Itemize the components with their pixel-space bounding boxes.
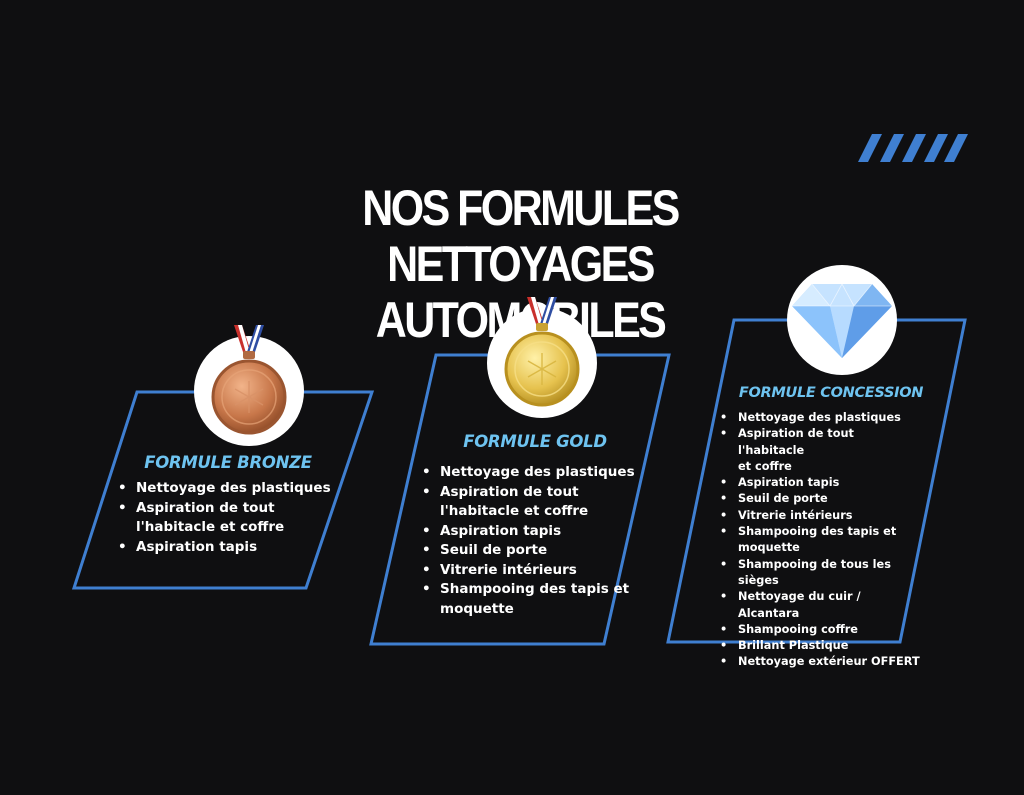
gold-feature-list: Nettoyage des plastiques Aspiration de t… bbox=[420, 463, 650, 619]
list-item: Vitrerie intérieurs bbox=[718, 508, 923, 525]
gold-medal-icon bbox=[504, 297, 580, 407]
decorative-stripes bbox=[858, 134, 968, 162]
list-item: Aspiration de tout l'habitacle bbox=[718, 426, 923, 459]
list-item: Aspiration tapis bbox=[420, 522, 650, 542]
concession-card-heading: FORMULE CONCESSION bbox=[738, 385, 924, 401]
list-item: Nettoyage des plastiques bbox=[116, 479, 346, 499]
list-item: Shampooing de tous les sièges bbox=[718, 557, 923, 590]
list-item: l'habitacle et coffre bbox=[136, 519, 285, 535]
gold-medal-circle bbox=[487, 297, 597, 418]
list-item: Vitrerie intérieurs bbox=[420, 561, 650, 581]
page-title: NOS FORMULES NETTOYAGES AUTOMOBILES bbox=[245, 180, 795, 348]
list-item: Brillant Plastique bbox=[718, 638, 923, 655]
bronze-feature-list: Nettoyage des plastiques Aspiration de t… bbox=[116, 479, 346, 557]
list-item: Shampooing coffre bbox=[718, 622, 923, 639]
list-item: Shampooing des tapis et bbox=[420, 580, 650, 600]
list-item: moquette bbox=[738, 541, 800, 555]
list-item: moquette bbox=[440, 600, 514, 617]
list-item: Nettoyage extérieur OFFERT bbox=[718, 654, 923, 671]
list-item: Aspiration tapis bbox=[718, 475, 923, 492]
concession-feature-list: Nettoyage des plastiques Aspiration de t… bbox=[718, 410, 923, 671]
list-item: Seuil de porte bbox=[420, 541, 650, 561]
list-item: Aspiration de tout bbox=[116, 499, 346, 519]
list-item: Seuil de porte bbox=[718, 491, 923, 508]
gold-card-heading: FORMULE GOLD bbox=[463, 432, 607, 451]
list-item: Nettoyage des plastiques bbox=[420, 463, 650, 483]
list-item: Aspiration tapis bbox=[116, 538, 346, 558]
page-title-line-1: NOS FORMULES NETTOYAGES bbox=[362, 180, 680, 292]
diamond-circle bbox=[787, 265, 897, 375]
list-item: Aspiration de tout bbox=[420, 483, 650, 503]
list-item: Nettoyage du cuir / Alcantara bbox=[718, 589, 923, 622]
bronze-medal-icon bbox=[211, 325, 287, 435]
list-item: Nettoyage des plastiques bbox=[718, 410, 923, 427]
bronze-medal-circle bbox=[194, 325, 304, 446]
list-item: et coffre bbox=[738, 459, 792, 473]
list-item: Shampooing des tapis et bbox=[718, 524, 923, 541]
bronze-card-heading: FORMULE BRONZE bbox=[144, 453, 312, 472]
list-item: l'habitacle et coffre bbox=[440, 503, 589, 519]
diamond-icon bbox=[792, 283, 892, 358]
